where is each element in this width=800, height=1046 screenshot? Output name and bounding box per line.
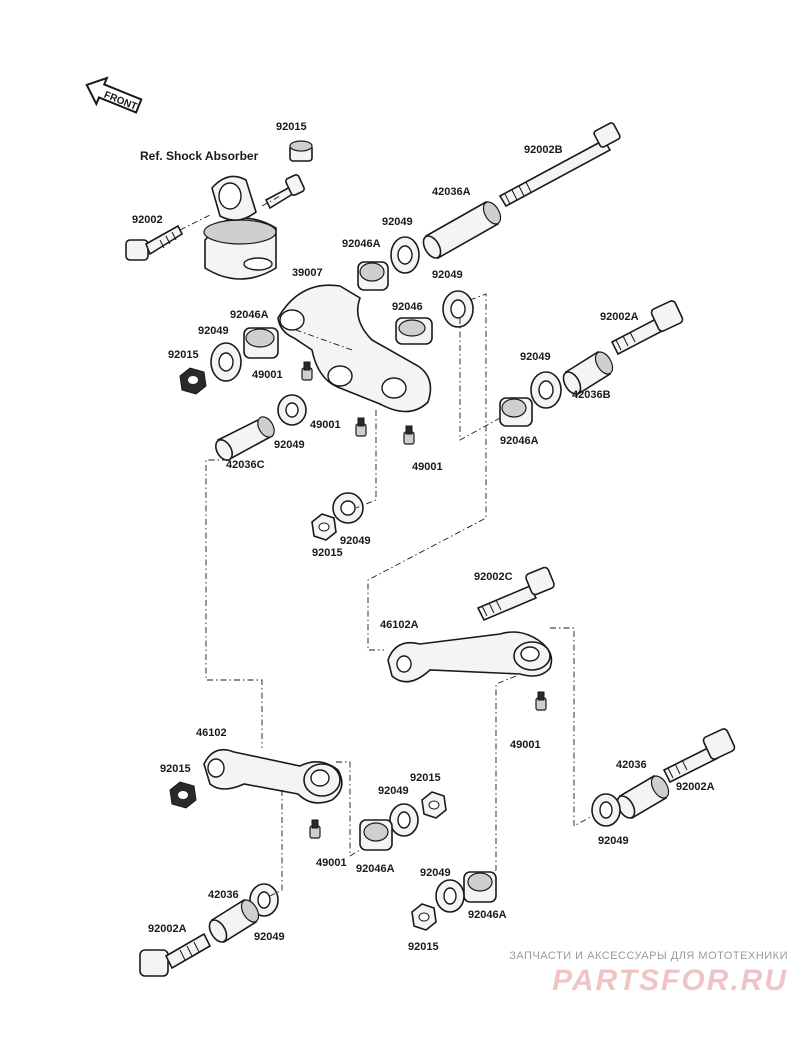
label-92015: 92015 — [168, 349, 199, 361]
bolt-92002c — [476, 566, 555, 622]
sleeve-42036b — [562, 350, 614, 396]
label-92049: 92049 — [198, 325, 229, 337]
label-92002a: 92002A — [676, 781, 715, 793]
label-92046a: 92046A — [468, 909, 507, 921]
label-92046a: 92046A — [500, 435, 539, 447]
label-42036c: 42036C — [226, 459, 265, 471]
sleeve-42036 — [616, 774, 670, 820]
rocker-arm-39007 — [277, 284, 432, 413]
watermark-tagline: ЗАПЧАСТИ И АКСЕССУАРЫ ДЛЯ МОТОТЕХНИКИ — [509, 950, 788, 962]
bolt-92002a-b — [662, 728, 736, 784]
grease-nipple-49001-a — [301, 361, 313, 381]
link-arm-46102 — [203, 748, 343, 804]
label-42036a: 42036A — [432, 186, 471, 198]
shock-absorber-eye — [203, 175, 277, 280]
label-92049: 92049 — [432, 269, 463, 281]
label-92002c: 92002C — [474, 571, 513, 583]
label-49001: 49001 — [252, 369, 283, 381]
seal-92049-i — [591, 793, 621, 827]
label-92049: 92049 — [598, 835, 629, 847]
watermark: ЗАПЧАСТИ И АКСЕССУАРЫ ДЛЯ МОТОТЕХНИКИ PA… — [509, 950, 788, 998]
label-92015: 92015 — [312, 547, 343, 559]
label-92046a: 92046A — [356, 863, 395, 875]
bolt-92002a-c — [139, 932, 212, 977]
label-46102: 46102 — [196, 727, 227, 739]
label-92015: 92015 — [276, 121, 307, 133]
label-92049: 92049 — [274, 439, 305, 451]
bearing-92046a-a — [357, 261, 389, 291]
label-92049: 92049 — [382, 216, 413, 228]
label-92002a: 92002A — [148, 923, 187, 935]
bearing-92046a-b — [243, 327, 279, 359]
label-92049: 92049 — [420, 867, 451, 879]
label-92049: 92049 — [378, 785, 409, 797]
label-42036: 42036 — [616, 759, 647, 771]
bolt-92002b — [498, 122, 621, 208]
seal-92049-g — [389, 803, 419, 837]
seal-92049-f — [332, 492, 364, 524]
grease-nipple-49001-b — [355, 417, 367, 437]
label-92002: 92002 — [132, 214, 163, 226]
grease-nipple-49001-e — [309, 819, 321, 839]
bearing-92046a-c — [499, 397, 533, 427]
label-42036: 42036 — [208, 889, 239, 901]
part-labels: 92015 92002 92002B 42036A 92049 92046A 3… — [132, 121, 715, 953]
label-92002b: 92002B — [524, 144, 563, 156]
label-92015: 92015 — [410, 772, 441, 784]
seal-92049-c — [210, 342, 242, 382]
nut-92015-c — [311, 513, 337, 541]
bearing-92046 — [395, 317, 433, 345]
label-92049: 92049 — [254, 931, 285, 943]
sleeve-42036c — [215, 416, 275, 462]
seal-92049-e — [277, 394, 307, 426]
label-49001: 49001 — [316, 857, 347, 869]
sleeve-42036-b — [208, 898, 260, 944]
grease-nipple-49001-c — [403, 425, 415, 445]
front-arrow-badge: FRONT — [85, 76, 143, 114]
grease-nipple-49001-d — [535, 691, 547, 711]
label-92046a: 92046A — [230, 309, 269, 321]
label-92046a: 92046A — [342, 238, 381, 250]
link-arm-46102a — [387, 631, 553, 683]
label-92049: 92049 — [340, 535, 371, 547]
label-49001: 49001 — [310, 419, 341, 431]
seal-92049-h — [435, 879, 465, 913]
watermark-logo: PARTSFOR.RU — [552, 964, 788, 997]
ref-shock-absorber-label: Ref. Shock Absorber — [140, 149, 259, 163]
label-92015: 92015 — [408, 941, 439, 953]
nut-92015-top — [289, 140, 313, 162]
label-39007: 39007 — [292, 267, 323, 279]
bearing-92046a-d — [359, 819, 393, 851]
label-42036b: 42036B — [572, 389, 611, 401]
sleeve-42036a — [422, 200, 502, 260]
label-92015: 92015 — [160, 763, 191, 775]
seal-92049-d — [530, 371, 562, 409]
label-92046: 92046 — [392, 301, 423, 313]
nut-92015-f — [411, 903, 437, 931]
label-46102a: 46102A — [380, 619, 419, 631]
bolt-92002 — [125, 224, 184, 261]
shock-bolt — [264, 174, 305, 210]
nut-92015-d — [169, 781, 197, 809]
label-49001: 49001 — [510, 739, 541, 751]
nut-92015-e — [421, 791, 447, 819]
label-92049: 92049 — [520, 351, 551, 363]
seal-92049-b — [442, 290, 474, 328]
label-92002a: 92002A — [600, 311, 639, 323]
bearing-92046a-e — [463, 871, 497, 903]
label-49001: 49001 — [412, 461, 443, 473]
nut-92015-b — [179, 367, 207, 395]
bolt-92002a-a — [610, 300, 684, 356]
seal-92049-a — [390, 236, 420, 274]
